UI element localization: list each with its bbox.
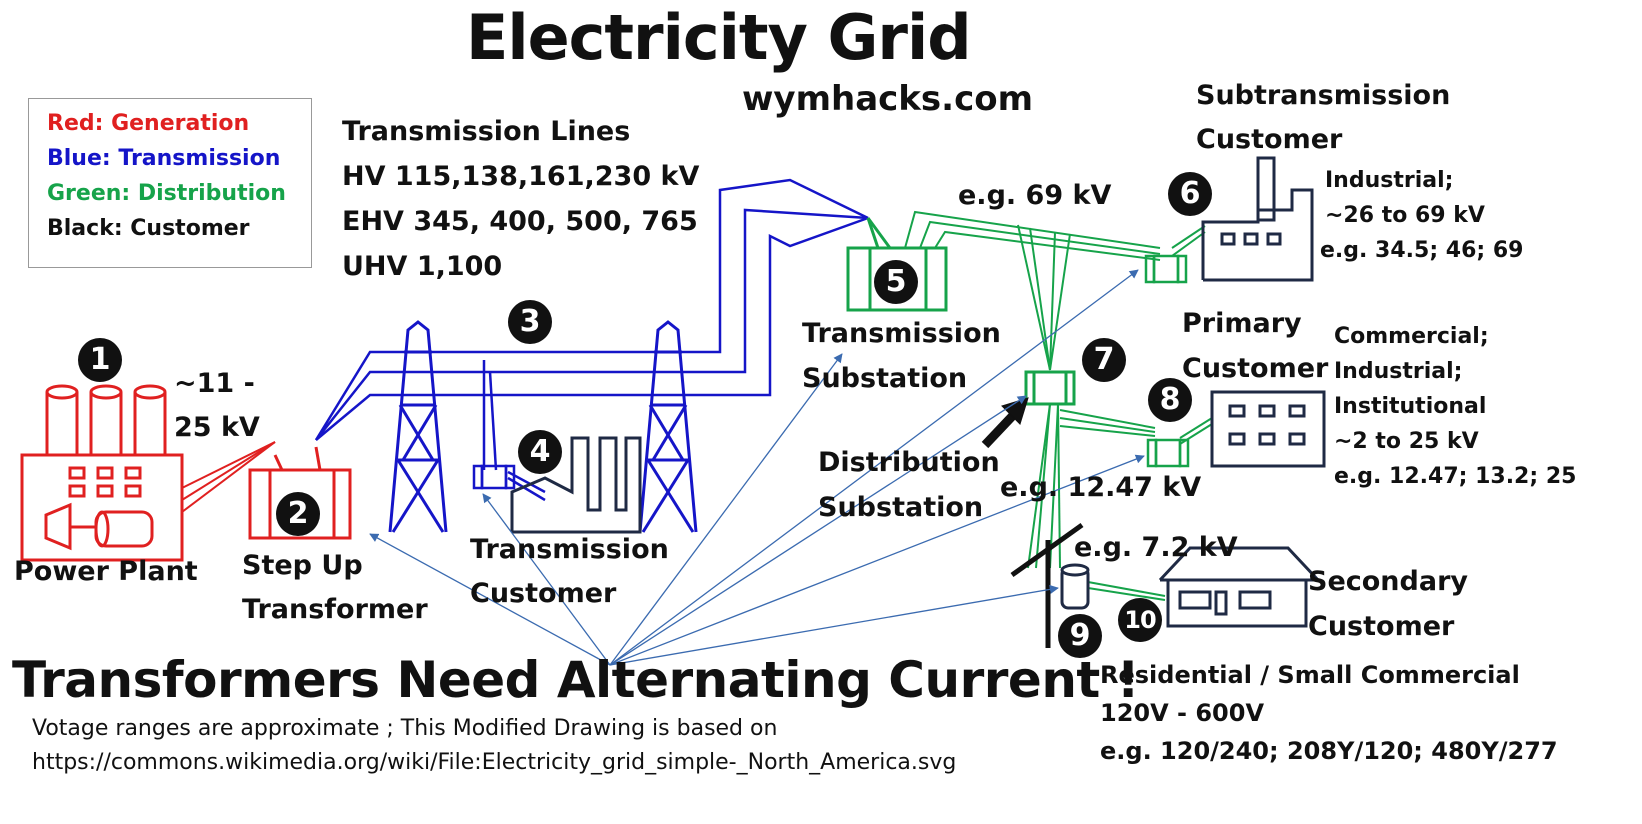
subtransmission-label-line1: Subtransmission: [1196, 80, 1451, 111]
site-name: wymhacks.com: [742, 79, 1034, 119]
footer-headline: Transformers Need Alternating Current !: [12, 651, 1140, 709]
secondary-customer-label-line2: Customer: [1308, 611, 1455, 642]
distribution-substation-label-line2: Substation: [818, 492, 984, 523]
subtransmission-factory-icon: [1201, 156, 1314, 282]
step-badge-1: 1: [78, 338, 122, 382]
footer-note-line1: Votage ranges are approximate ; This Mod…: [32, 716, 778, 741]
step-badge-3: 3: [508, 300, 552, 344]
transmission-substation-icon: [846, 217, 948, 312]
primary-detail-1: Commercial;: [1334, 324, 1489, 349]
subtransmission-detail-3: e.g. 34.5; 46; 69: [1320, 238, 1524, 263]
transmission-substation-label-line2: Substation: [802, 363, 968, 394]
transformer-pointer-arrows: [369, 269, 1145, 666]
transmission-tower-1: [388, 320, 448, 533]
transmission-uhv: UHV 1,100: [342, 251, 503, 282]
subtransmission-detail-1: Industrial;: [1325, 168, 1454, 193]
subtransmission-customer-transformer-icon: [1144, 254, 1188, 284]
utility-pole-icon: [1010, 522, 1084, 648]
generation-lines: [181, 441, 276, 513]
distribution-pointer-arrow: [981, 397, 1029, 449]
power-plant-icon: [20, 384, 184, 562]
transmission-customer-label-line1: Transmission: [470, 534, 669, 565]
transmission-hv: HV 115,138,161,230 kV: [342, 161, 700, 192]
step-badge-2: 2: [276, 492, 320, 536]
power-plant-label: Power Plant: [14, 556, 198, 587]
transmission-substation-label-line1: Transmission: [802, 318, 1001, 349]
step-up-transformer-icon: [248, 446, 352, 540]
step-badge-4: 4: [518, 430, 562, 474]
primary-customer-label-line2: Customer: [1182, 353, 1329, 384]
page-title: Electricity Grid: [466, 1, 972, 74]
distribution-substation-label-line1: Distribution: [818, 447, 1000, 478]
step-up-label-line1: Step Up: [242, 550, 363, 581]
legend-transmission: Blue: Transmission: [47, 146, 281, 171]
primary-detail-3: Institutional: [1334, 394, 1487, 419]
subtransmission-detail-2: ~26 to 69 kV: [1325, 203, 1485, 228]
primary-detail-2: Industrial;: [1334, 359, 1463, 384]
step-badge-6: 6: [1168, 172, 1212, 216]
transmission-ehv: EHV 345, 400, 500, 765: [342, 206, 698, 237]
legend-generation: Red: Generation: [47, 111, 250, 136]
step-badge-10: 10: [1118, 598, 1162, 642]
transmission-lines: [314, 178, 869, 471]
transmission-customer-transformer-icon: [472, 464, 546, 502]
primary-detail-4: ~2 to 25 kV: [1334, 429, 1479, 454]
step-badge-5: 5: [874, 260, 918, 304]
voltage-1247kv: e.g. 12.47 kV: [1000, 472, 1202, 503]
voltage-72kv: e.g. 7.2 kV: [1074, 532, 1238, 563]
voltage-69kv: e.g. 69 kV: [958, 180, 1112, 211]
transmission-tower-2: [638, 320, 698, 533]
subtransmission-label-line2: Customer: [1196, 124, 1343, 155]
transmission-lines-title: Transmission Lines: [342, 116, 631, 147]
step-badge-8: 8: [1148, 378, 1192, 422]
residential-detail-1: Residential / Small Commercial: [1100, 661, 1520, 689]
primary-detail-5: e.g. 12.47; 13.2; 25: [1334, 464, 1577, 489]
distribution-substation-icon: [1024, 370, 1076, 406]
step-up-label-line2: Transformer: [242, 594, 428, 625]
primary-customer-transformer-icon: [1146, 438, 1190, 468]
step-badge-7: 7: [1082, 338, 1126, 382]
color-legend: Red: Generation Blue: Transmission Green…: [28, 98, 312, 268]
legend-distribution: Green: Distribution: [47, 181, 286, 206]
transmission-customer-label-line2: Customer: [470, 578, 617, 609]
footer-source-url: https://commons.wikimedia.org/wiki/File:…: [32, 750, 957, 775]
pole-transformer-icon: [1060, 563, 1090, 610]
transmission-customer-factory-icon: [510, 436, 642, 534]
gen-voltage-line1: ~11 -: [174, 368, 255, 399]
gen-voltage-line2: 25 kV: [174, 412, 260, 443]
legend-customer: Black: Customer: [47, 216, 250, 241]
primary-customer-building-icon: [1210, 390, 1326, 468]
residential-detail-3: e.g. 120/240; 208Y/120; 480Y/277: [1100, 737, 1558, 765]
secondary-customer-house-icon: [1158, 546, 1322, 628]
residential-detail-2: 120V - 600V: [1100, 699, 1265, 727]
primary-customer-label-line1: Primary: [1182, 308, 1302, 339]
step-badge-9: 9: [1058, 614, 1102, 658]
subtransmission-lines: [904, 210, 1206, 371]
secondary-customer-label-line1: Secondary: [1308, 566, 1468, 597]
